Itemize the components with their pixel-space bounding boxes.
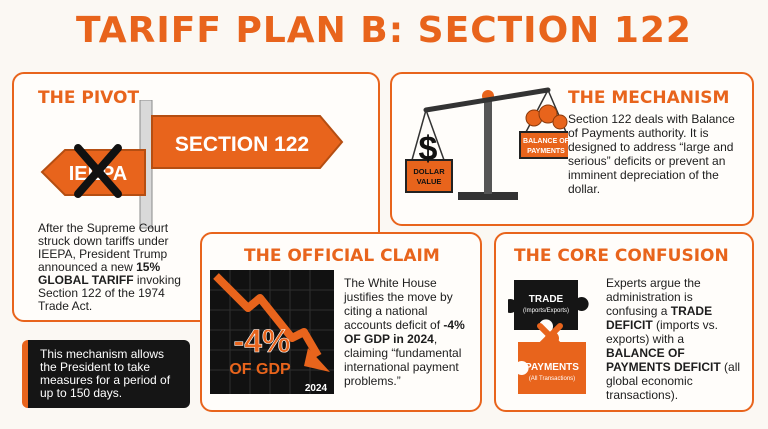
- payments-piece: [518, 331, 586, 394]
- time-limit-note: This mechanism allows the President to t…: [22, 340, 190, 408]
- confusion-text: Experts argue the administration is conf…: [606, 276, 741, 402]
- chart-unit: OF GDP: [229, 361, 291, 378]
- claim-text: The White House justifies the move by ci…: [344, 276, 465, 388]
- mechanism-panel: [390, 72, 754, 226]
- mechanism-heading: THE MECHANISM: [568, 88, 730, 108]
- mechanism-text: Section 122 deals with Balance of Paymen…: [568, 112, 735, 196]
- sign-new: [151, 115, 344, 169]
- dollar-symbol: $: [419, 130, 438, 168]
- dollar-pan: [405, 159, 453, 193]
- svg-text:BALANCE OF: BALANCE OF: [523, 138, 568, 145]
- puzzle-pieces-illustration: TRADE (Imports/Exports) PAYMENTS (All Tr…: [508, 280, 589, 394]
- trade-piece-sub: (Imports/Exports): [523, 308, 569, 314]
- page-title: TARIFF PLAN B: SECTION 122: [76, 10, 692, 51]
- chart-year: 2024: [305, 383, 328, 394]
- chart-value: -4%: [234, 323, 291, 359]
- pivot-text: After the Supreme Court struck down tari…: [38, 221, 181, 313]
- trade-piece-title: TRADE: [529, 294, 564, 305]
- signpost-illustration: IEEPA SECTION 122: [40, 100, 344, 229]
- payments-pan: [519, 131, 568, 159]
- svg-text:VALUE: VALUE: [417, 177, 442, 186]
- balance-scale-illustration: $ DOLLAR VALUE BALANCE OF PAYMENTS: [405, 87, 568, 200]
- sign-new-label: SECTION 122: [175, 133, 309, 156]
- payments-piece-sub: (All Transactions): [529, 376, 575, 382]
- payments-piece-title: PAYMENTS: [525, 362, 579, 373]
- claim-heading: THE OFFICIAL CLAIM: [244, 246, 440, 266]
- svg-text:DOLLAR: DOLLAR: [413, 167, 445, 176]
- deficit-chart-illustration: -4% OF GDP 2024: [210, 270, 334, 394]
- mismatch-x-icon: [537, 323, 563, 349]
- svg-text:PAYMENTS: PAYMENTS: [527, 148, 565, 155]
- pivot-heading: THE PIVOT: [38, 88, 140, 108]
- trade-piece: [508, 280, 589, 330]
- confusion-heading: THE CORE CONFUSION: [514, 246, 729, 266]
- cross-out-icon: [74, 144, 122, 198]
